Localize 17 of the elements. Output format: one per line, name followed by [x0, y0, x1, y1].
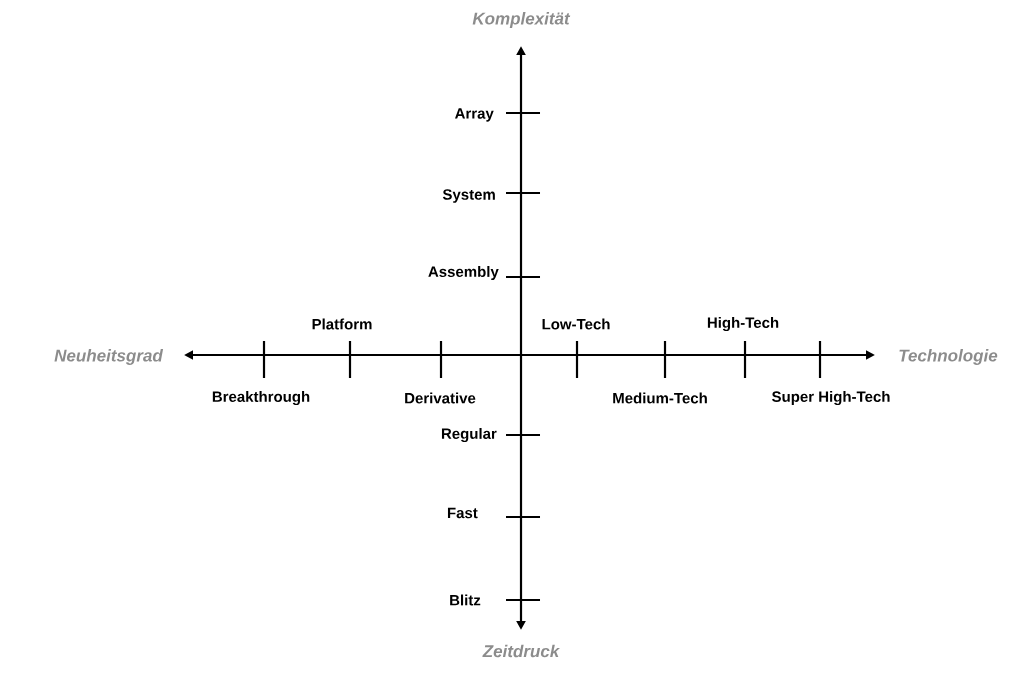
tick-label: Fast: [447, 507, 478, 519]
axis-title: Zeitdruck: [482, 644, 560, 658]
tick-label: Array: [455, 108, 494, 122]
tick-label: Breakthrough: [212, 390, 310, 406]
tick-label: System: [442, 189, 495, 203]
tick-label: Assembly: [428, 266, 499, 280]
tick-label: High-Tech: [707, 316, 779, 332]
tick-label: Low-Tech: [542, 318, 610, 330]
tick-label: Blitz: [450, 594, 481, 606]
axis-title: Technologie: [899, 349, 998, 365]
tick-label: Regular: [441, 427, 497, 443]
tick-label: Platform: [312, 318, 372, 330]
tick-label: Super High-Tech: [772, 390, 890, 406]
tick-label: Medium-Tech: [613, 392, 707, 404]
axis-title: Komplexität: [472, 12, 571, 28]
tick-label: Derivative: [405, 392, 476, 404]
axis-title: Neuheitsgrad: [54, 349, 164, 365]
